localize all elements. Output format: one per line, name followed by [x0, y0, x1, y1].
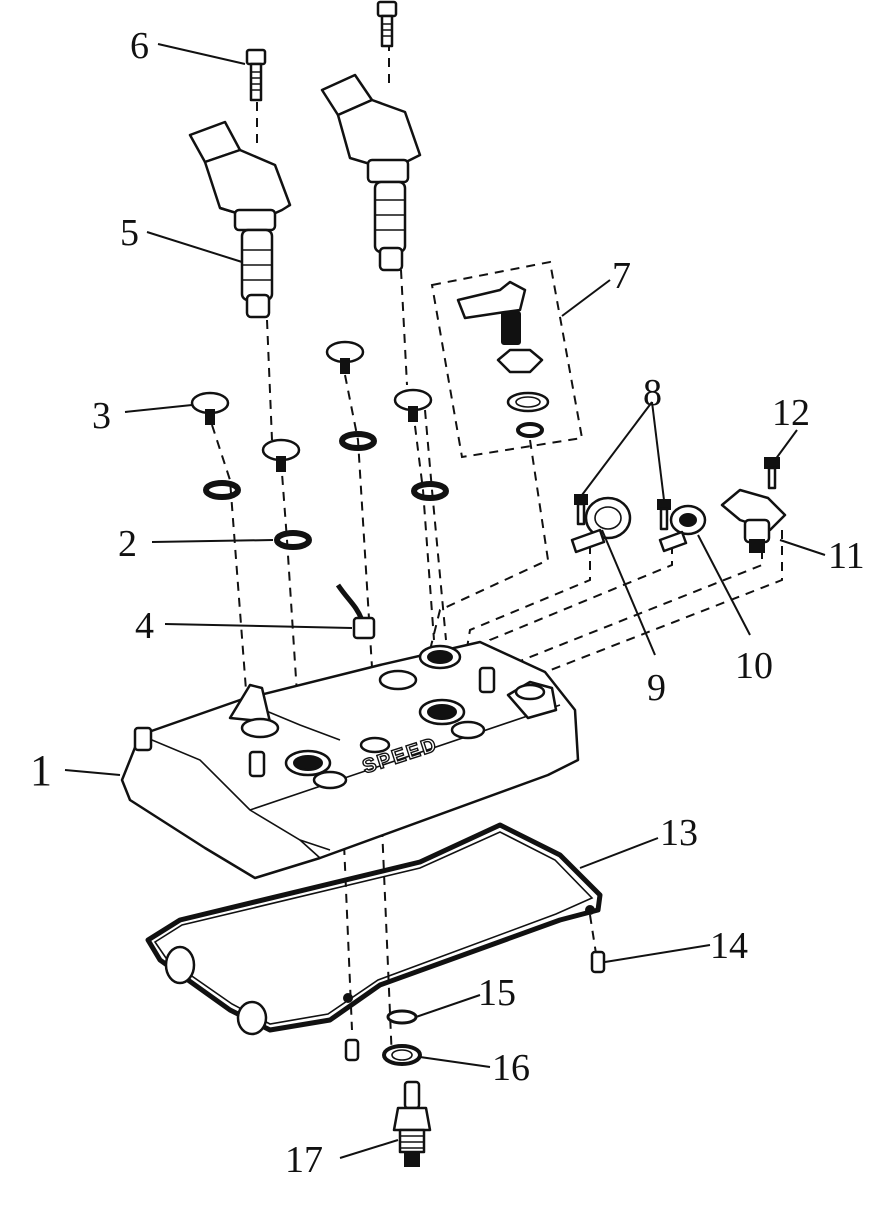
seal-rings: [203, 431, 449, 550]
callout-16: 16: [492, 1047, 530, 1089]
leader-lines: [64, 43, 826, 1159]
callout-13: 13: [660, 812, 698, 854]
callout-6: 6: [130, 25, 149, 67]
callout-1: 1: [30, 746, 52, 795]
position-sensor: [720, 488, 787, 553]
grommet-bolt-4: [393, 388, 433, 422]
sensor-screw: [764, 457, 780, 490]
callout-12: 12: [772, 392, 810, 434]
clamp-screw-right: [657, 499, 671, 531]
bolt-right: [376, 0, 398, 48]
callout-2: 2: [118, 523, 137, 565]
washer-small: [386, 1009, 418, 1025]
spark-plug: [392, 1080, 432, 1167]
sensor-pipe: [335, 583, 376, 640]
grommet-bolt-1: [190, 391, 230, 425]
dowel-pin-right: [590, 950, 606, 974]
clamp-large: [570, 496, 632, 554]
callout-4: 4: [135, 605, 154, 647]
valve-cover-gasket: [145, 822, 603, 1036]
callout-labels: 1 2 3 4 5 6 7 8 9 10 11 12 13 14 15 16 1…: [30, 25, 865, 1181]
clamp-screw-left: [574, 494, 588, 526]
callout-15: 15: [478, 972, 516, 1014]
callout-3: 3: [92, 395, 111, 437]
callout-5: 5: [120, 212, 139, 254]
breather-fitting-group: [430, 260, 584, 459]
callout-7: 7: [612, 255, 631, 297]
grommet-bolt-3: [325, 340, 365, 374]
valve-cover: SPEED: [120, 640, 580, 880]
callout-8: 8: [643, 372, 662, 414]
callout-14: 14: [710, 925, 748, 967]
callout-10: 10: [735, 645, 773, 687]
callout-9: 9: [647, 667, 666, 709]
dowel-pin-left: [344, 1038, 360, 1062]
callout-11: 11: [828, 535, 865, 577]
clamp-small: [658, 504, 707, 553]
callout-17: 17: [285, 1139, 323, 1181]
washer-large: [382, 1044, 422, 1066]
grommet-bolt-2: [261, 438, 301, 472]
ignition-coil-right: [320, 73, 422, 272]
bolt-left: [245, 48, 267, 102]
ignition-coil-left: [188, 120, 292, 319]
